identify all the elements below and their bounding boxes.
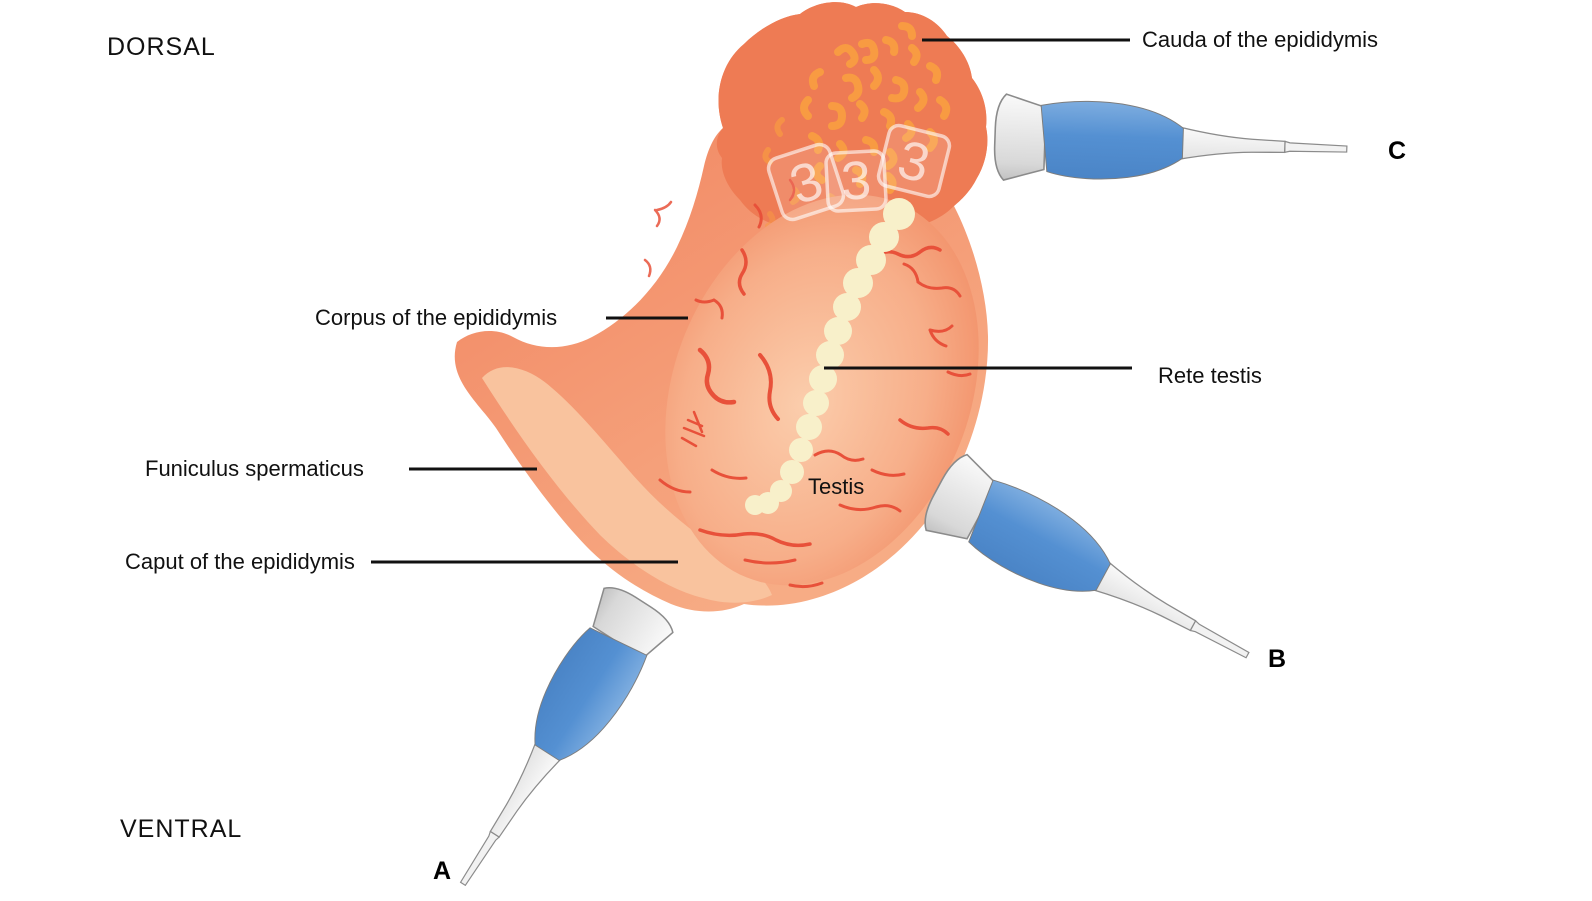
rete-testis-shape xyxy=(745,198,915,515)
orientation-label-dorsal: DORSAL xyxy=(107,33,216,61)
label-corpus-of-epididymis: Corpus of the epididymis xyxy=(315,305,558,330)
cauda-of-epididymis-shape xyxy=(716,2,988,236)
leader-lines xyxy=(371,38,1132,564)
ultrasound-probe-c xyxy=(992,92,1350,193)
caput-of-epididymis-shape xyxy=(482,367,772,603)
probe-label-c: C xyxy=(1388,137,1407,165)
section-markers: 3 3 3 xyxy=(766,123,952,222)
label-testis: Testis xyxy=(808,474,865,499)
label-funiculus-spermaticus: Funiculus spermaticus xyxy=(145,456,364,481)
ultrasound-probe-b xyxy=(916,449,1269,694)
section-marker-3: 3 xyxy=(876,123,952,199)
probe-label-a: A xyxy=(433,857,452,885)
ultrasound-probe-a xyxy=(427,579,679,901)
section-marker-2: 3 xyxy=(824,149,888,213)
testis-blood-vessels xyxy=(643,178,972,589)
cauda-tubules xyxy=(762,22,951,239)
probe-label-b: B xyxy=(1268,645,1287,673)
label-rete-testis: Rete testis xyxy=(1158,363,1262,388)
label-cauda-of-epididymis: Cauda of the epididymis xyxy=(1142,27,1379,52)
section-marker-value: 3 xyxy=(839,150,872,211)
orientation-label-ventral: VENTRAL xyxy=(120,815,243,843)
label-caput-of-epididymis: Caput of the epididymis xyxy=(125,549,355,574)
